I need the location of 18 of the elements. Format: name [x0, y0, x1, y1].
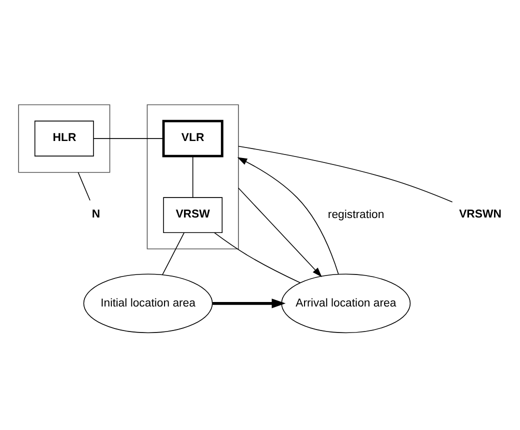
- connector: [192, 155, 194, 198]
- node-box: HLR: [34, 120, 94, 156]
- node-text: VRSWN: [459, 208, 502, 220]
- node-box: VRSW: [163, 196, 223, 232]
- node-ellipse: Arrival location area: [281, 273, 411, 333]
- connector: [78, 171, 90, 200]
- edge-label: registration: [328, 208, 384, 221]
- arrow: [238, 187, 322, 277]
- node-box: VLR: [162, 119, 224, 157]
- connector: [238, 145, 453, 202]
- node-ellipse: Initial location area: [83, 273, 213, 333]
- arrow: [237, 156, 339, 274]
- arrow: [212, 298, 286, 308]
- node-text: N: [92, 208, 100, 220]
- connector: [214, 232, 301, 283]
- cluster: [18, 104, 110, 172]
- cluster: [146, 104, 239, 249]
- connector: [162, 232, 185, 275]
